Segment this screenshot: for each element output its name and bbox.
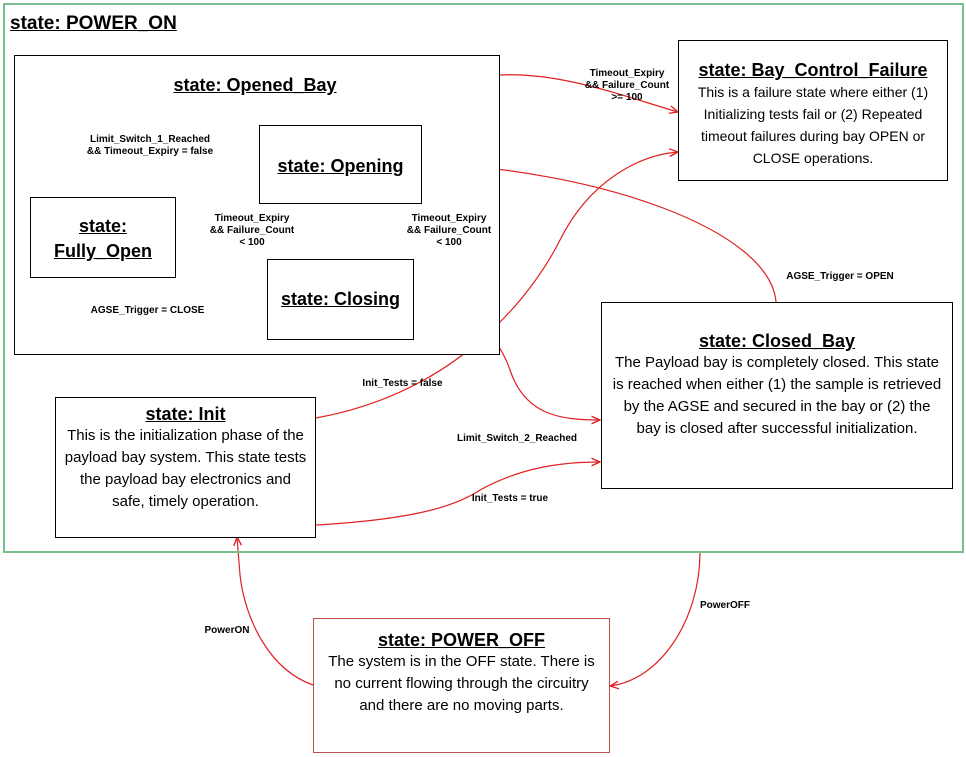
arrow-init-true-to-closed-bay: [315, 462, 600, 526]
arrow-closed-bay-to-power-off: [610, 551, 701, 686]
closed-bay-desc: The Payload bay is completely closed. Th…: [612, 354, 942, 437]
arrow-power-off-to-init: [237, 537, 314, 686]
opening-state: [259, 125, 422, 204]
closed-bay-title: state: Closed_Bay: [698, 331, 856, 351]
opening-title: state: Opening: [277, 156, 404, 176]
init-desc: This is the initialization phase of the …: [64, 427, 307, 510]
fully-open-title: state: Fully_Open: [53, 216, 152, 261]
bay-control-failure-state: state: Bay_Control_Failure This is a fai…: [678, 40, 948, 181]
label-init-false: Init_Tests = false: [362, 378, 443, 389]
fully-open-state: [30, 197, 176, 278]
closed-bay-state: state: Closed_Bay The Payload bay is com…: [601, 302, 953, 489]
label-closing-to-opening: Timeout_Expiry && Failure_Count < 100: [406, 213, 492, 248]
label-to-failure: Timeout_Expiry && Failure_Count >= 100: [584, 68, 670, 103]
arrow-opened-to-failure: [499, 74, 678, 112]
power-on-title: state: POWER_ON: [10, 13, 177, 34]
power-on-frame: [3, 3, 964, 553]
opened-bay-title: state: Opened_Bay: [173, 75, 337, 95]
bay-control-failure-title: state: Bay_Control_Failure: [698, 60, 928, 80]
bay-control-failure-desc: This is a failure state where either (1)…: [697, 84, 929, 166]
label-agse-open: AGSE_Trigger = OPEN: [786, 271, 894, 282]
closing-title: state: Closing: [280, 289, 400, 309]
label-opening-to-closing: Timeout_Expiry && Failure_Count < 100: [209, 213, 295, 248]
power-off-title: state: POWER_OFF: [377, 630, 546, 650]
label-init-true: Init_Tests = true: [471, 493, 549, 504]
init-title: state: Init: [145, 404, 226, 424]
label-limit-switch-2: Limit_Switch_2_Reached: [456, 433, 578, 444]
arrow-init-false-to-failure: [315, 152, 678, 419]
init-state: state: Init This is the initialization p…: [55, 397, 316, 538]
label-agse-close: AGSE_Trigger = CLOSE: [90, 305, 205, 316]
closing-state: [267, 259, 414, 340]
power-off-state: state: POWER_OFF The system is in the OF…: [313, 618, 610, 753]
label-limit-switch-1: Limit_Switch_1_Reached && Timeout_Expiry…: [86, 134, 214, 157]
power-off-desc: The system is in the OFF state. There is…: [328, 653, 595, 714]
label-power-on: PowerON: [204, 625, 250, 636]
label-power-off: PowerOFF: [699, 600, 750, 611]
